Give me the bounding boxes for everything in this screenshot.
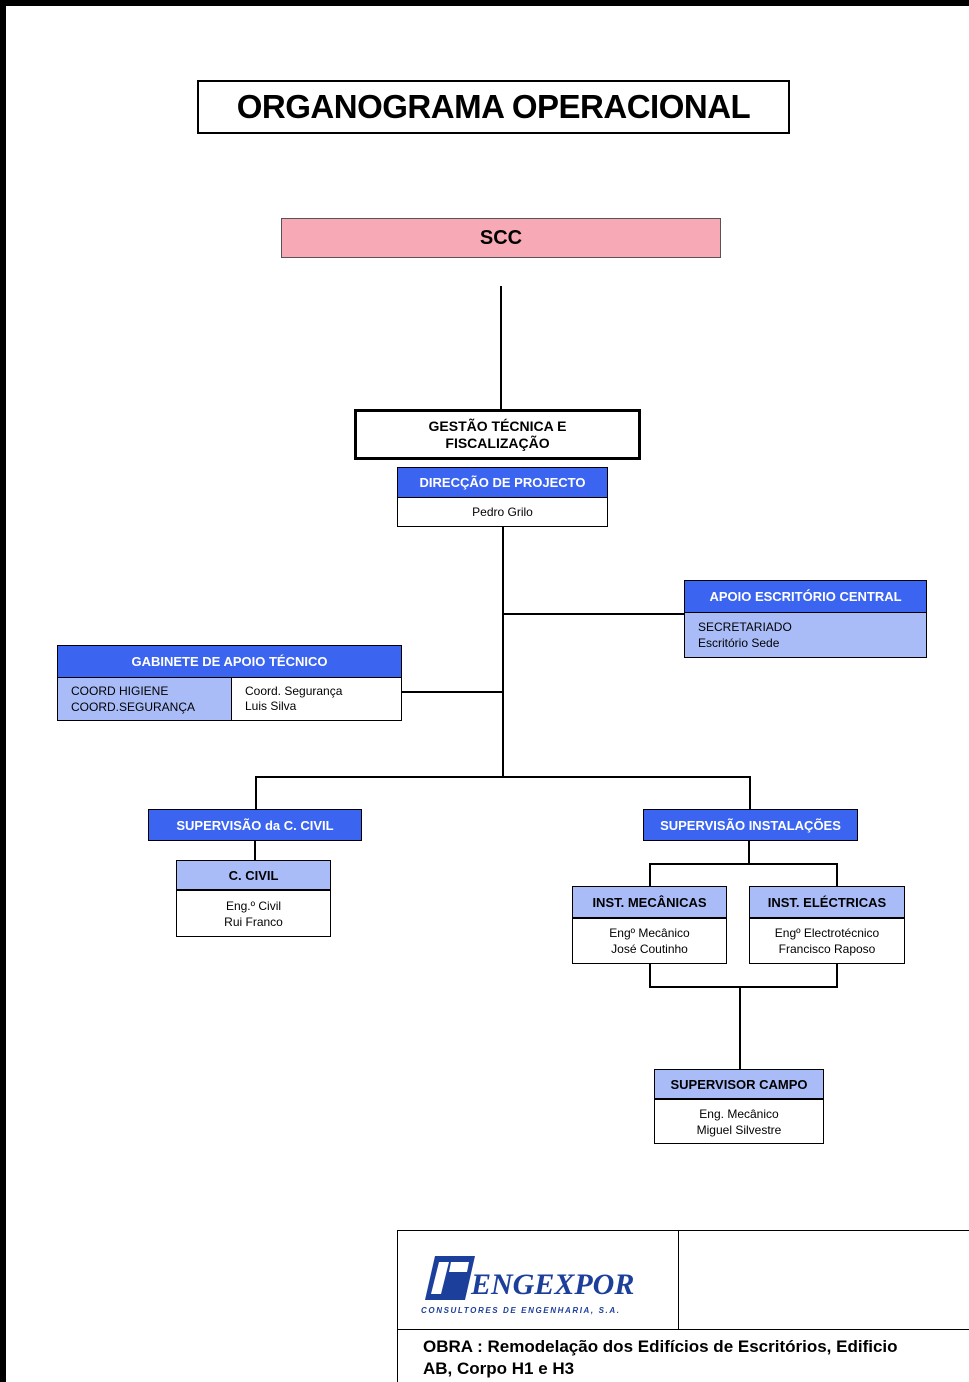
obra-line1: OBRA : Remodelação dos Edifícios de Escr… bbox=[423, 1337, 898, 1356]
sup-instal-header-text: SUPERVISÃO INSTALAÇÕES bbox=[660, 817, 841, 833]
gabinete-right-line2: Luis Silva bbox=[245, 699, 297, 713]
inst-elec-header-text: INST. ELÉCTRICAS bbox=[767, 894, 887, 910]
gabinete-header: GABINETE DE APOIO TÉCNICO bbox=[57, 645, 402, 678]
inst-mec-header-text: INST. MECÂNICAS bbox=[592, 894, 707, 910]
apoio-escritorio-header: APOIO ESCRITÓRIO CENTRAL bbox=[684, 580, 927, 613]
engexpor-logo: ENGEXPOR CONSULTORES DE ENGENHARIA, S.A. bbox=[421, 1254, 661, 1319]
gestao-line2: FISCALIZAÇÃO bbox=[445, 434, 550, 451]
sup-civil-header-text: SUPERVISÃO da C. CIVIL bbox=[176, 817, 334, 833]
scc-box: SCC bbox=[281, 218, 721, 258]
connector-scc-gestao bbox=[500, 286, 502, 410]
sup-campo-line1: Eng. Mecânico bbox=[699, 1106, 779, 1121]
gabinete-right-line1: Coord. Segurança bbox=[245, 684, 343, 698]
connector-civil-child bbox=[254, 840, 256, 862]
connector-gabinete bbox=[401, 691, 503, 693]
gestao-tecnica-box: GESTÃO TÉCNICA E FISCALIZAÇÃO bbox=[354, 409, 641, 460]
scc-label: SCC bbox=[479, 226, 523, 249]
connector-elec-down bbox=[836, 863, 838, 888]
direccao-body: Pedro Grilo bbox=[397, 497, 608, 527]
apoio-escritorio-body: SECRETARIADO Escritório Sede bbox=[684, 612, 927, 658]
engexpor-logo-mark-icon bbox=[425, 1256, 475, 1300]
c-civil-body: Eng.º Civil Rui Franco bbox=[176, 890, 331, 937]
connector-inst-bottom-bar bbox=[649, 986, 838, 988]
direccao-header: DIRECÇÃO DE PROJECTO bbox=[397, 467, 608, 498]
gabinete-right-body: Coord. Segurança Luis Silva bbox=[231, 677, 402, 721]
connector-supervision-bar bbox=[255, 776, 750, 778]
gabinete-left-line2: COORD.SEGURANÇA bbox=[71, 700, 196, 714]
c-civil-header-text: C. CIVIL bbox=[228, 867, 279, 883]
obra-description: OBRA : Remodelação dos Edifícios de Escr… bbox=[423, 1336, 963, 1380]
engexpor-logo-sub: CONSULTORES DE ENGENHARIA, S.A. bbox=[421, 1306, 621, 1315]
connector-direccao-trunk bbox=[502, 527, 504, 777]
sup-campo-line2: Miguel Silvestre bbox=[696, 1122, 782, 1137]
footer-title-block bbox=[397, 1230, 969, 1382]
obra-line2: AB, Corpo H1 e H3 bbox=[423, 1359, 575, 1378]
gabinete-left-line1: COORD HIGIENE bbox=[71, 684, 169, 698]
c-civil-header: C. CIVIL bbox=[176, 860, 331, 891]
c-civil-line1: Eng.º Civil bbox=[225, 898, 282, 913]
inst-elec-line1: Engº Electrotécnico bbox=[774, 926, 880, 940]
connector-campo bbox=[739, 986, 741, 1071]
connector-instal-child-down bbox=[748, 840, 750, 864]
engexpor-logo-name: ENGEXPOR bbox=[471, 1268, 635, 1301]
apoio-escritorio-line2: Escritório Sede bbox=[698, 636, 780, 650]
footer-logo-cell: ENGEXPOR CONSULTORES DE ENGENHARIA, S.A. bbox=[397, 1230, 679, 1329]
c-civil-line2: Rui Franco bbox=[224, 914, 283, 929]
sup-campo-header: SUPERVISOR CAMPO bbox=[654, 1069, 824, 1100]
connector-elec-up bbox=[836, 963, 838, 987]
sup-civil-header: SUPERVISÃO da C. CIVIL bbox=[148, 809, 362, 841]
inst-mec-header: INST. MECÂNICAS bbox=[572, 886, 727, 919]
connector-mec-down bbox=[649, 863, 651, 888]
direccao-header-text: DIRECÇÃO DE PROJECTO bbox=[419, 475, 586, 490]
sup-campo-body: Eng. Mecânico Miguel Silvestre bbox=[654, 1099, 824, 1144]
direccao-name: Pedro Grilo bbox=[472, 505, 533, 519]
gabinete-header-text: GABINETE DE APOIO TÉCNICO bbox=[131, 654, 328, 669]
inst-elec-line2: Francisco Raposo bbox=[778, 942, 876, 956]
inst-mec-line1: Engº Mecânico bbox=[609, 926, 690, 940]
inst-mec-line2: José Coutinho bbox=[611, 942, 688, 956]
gabinete-left-body: COORD HIGIENE COORD.SEGURANÇA bbox=[57, 677, 232, 721]
sup-instal-header: SUPERVISÃO INSTALAÇÕES bbox=[643, 809, 858, 841]
inst-mec-body: Engº Mecânico José Coutinho bbox=[572, 918, 727, 964]
footer-separator bbox=[397, 1329, 969, 1330]
connector-instal-child-bar bbox=[649, 863, 838, 865]
apoio-escritorio-line1: SECRETARIADO bbox=[698, 620, 792, 634]
page-title: ORGANOGRAMA OPERACIONAL bbox=[197, 80, 790, 134]
connector-mec-up bbox=[649, 963, 651, 987]
inst-elec-header: INST. ELÉCTRICAS bbox=[749, 886, 905, 919]
sup-campo-header-text: SUPERVISOR CAMPO bbox=[670, 1076, 808, 1092]
page-title-text: ORGANOGRAMA OPERACIONAL bbox=[236, 88, 751, 125]
connector-sup-civil-down bbox=[255, 776, 257, 810]
inst-elec-body: Engº Electrotécnico Francisco Raposo bbox=[749, 918, 905, 964]
connector-apoio bbox=[503, 613, 685, 615]
apoio-escritorio-header-text: APOIO ESCRITÓRIO CENTRAL bbox=[709, 589, 902, 604]
connector-sup-instal-down bbox=[749, 776, 751, 810]
gestao-line1: GESTÃO TÉCNICA E bbox=[428, 417, 567, 434]
